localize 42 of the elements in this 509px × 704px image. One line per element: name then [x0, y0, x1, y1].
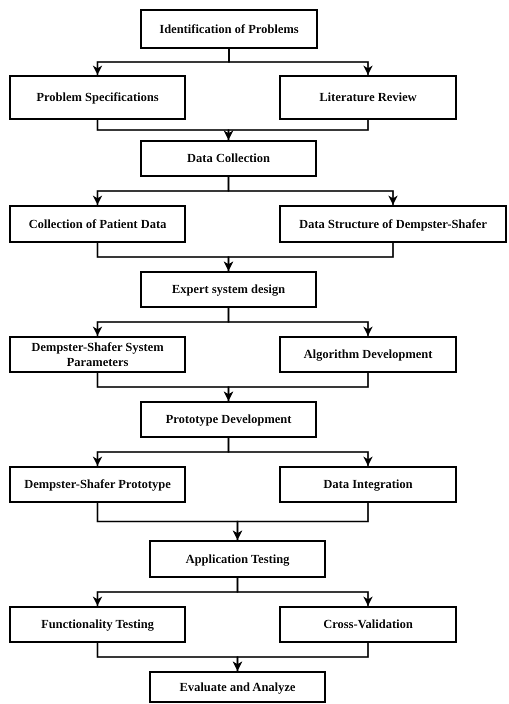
step-label: Cross-Validation [323, 617, 413, 632]
step-label: Problem Specifications [36, 90, 159, 105]
arrow [224, 373, 369, 401]
step-label: Data Structure of Dempster-Shafer [299, 216, 487, 232]
process-box [279, 606, 457, 643]
step-label: Data Integration [323, 477, 413, 492]
arrow [228, 308, 373, 336]
process-box [149, 540, 326, 578]
step-label: Data Collection [187, 151, 270, 166]
process-box [279, 75, 457, 120]
step-label: Dempster-Shafer Prototype [24, 477, 171, 492]
step-label: Evaluate and Analyze [180, 680, 296, 694]
step-label: Collection of Patient Data [28, 216, 166, 232]
arrow [224, 120, 369, 140]
arrow [224, 243, 394, 271]
process-box [9, 336, 186, 373]
step-label: Identification of Problems [159, 22, 299, 36]
step-label: Functionality Testing [41, 617, 154, 632]
process-box [140, 9, 318, 49]
process-box [140, 271, 317, 308]
process-box [149, 671, 326, 703]
process-box [9, 205, 186, 243]
arrow [236, 578, 373, 606]
arrow [228, 438, 373, 466]
step-label: Dempster-Shafer System Parameters [30, 340, 165, 369]
step-label: Prototype Development [166, 412, 292, 427]
step-label: Literature Review [319, 90, 417, 105]
step-label: Algorithm Development [304, 347, 432, 362]
step-label: Expert system design [172, 282, 286, 297]
process-box [9, 466, 186, 503]
arrow [232, 643, 369, 671]
process-box [279, 336, 457, 373]
process-box [279, 205, 507, 243]
process-box [140, 140, 317, 177]
process-box [140, 401, 317, 438]
arrow [228, 49, 373, 75]
process-box [9, 75, 186, 120]
arrow [228, 177, 398, 205]
process-box [9, 606, 186, 643]
arrow [232, 503, 369, 540]
process-box [279, 466, 457, 503]
step-label: Application Testing [186, 552, 290, 566]
